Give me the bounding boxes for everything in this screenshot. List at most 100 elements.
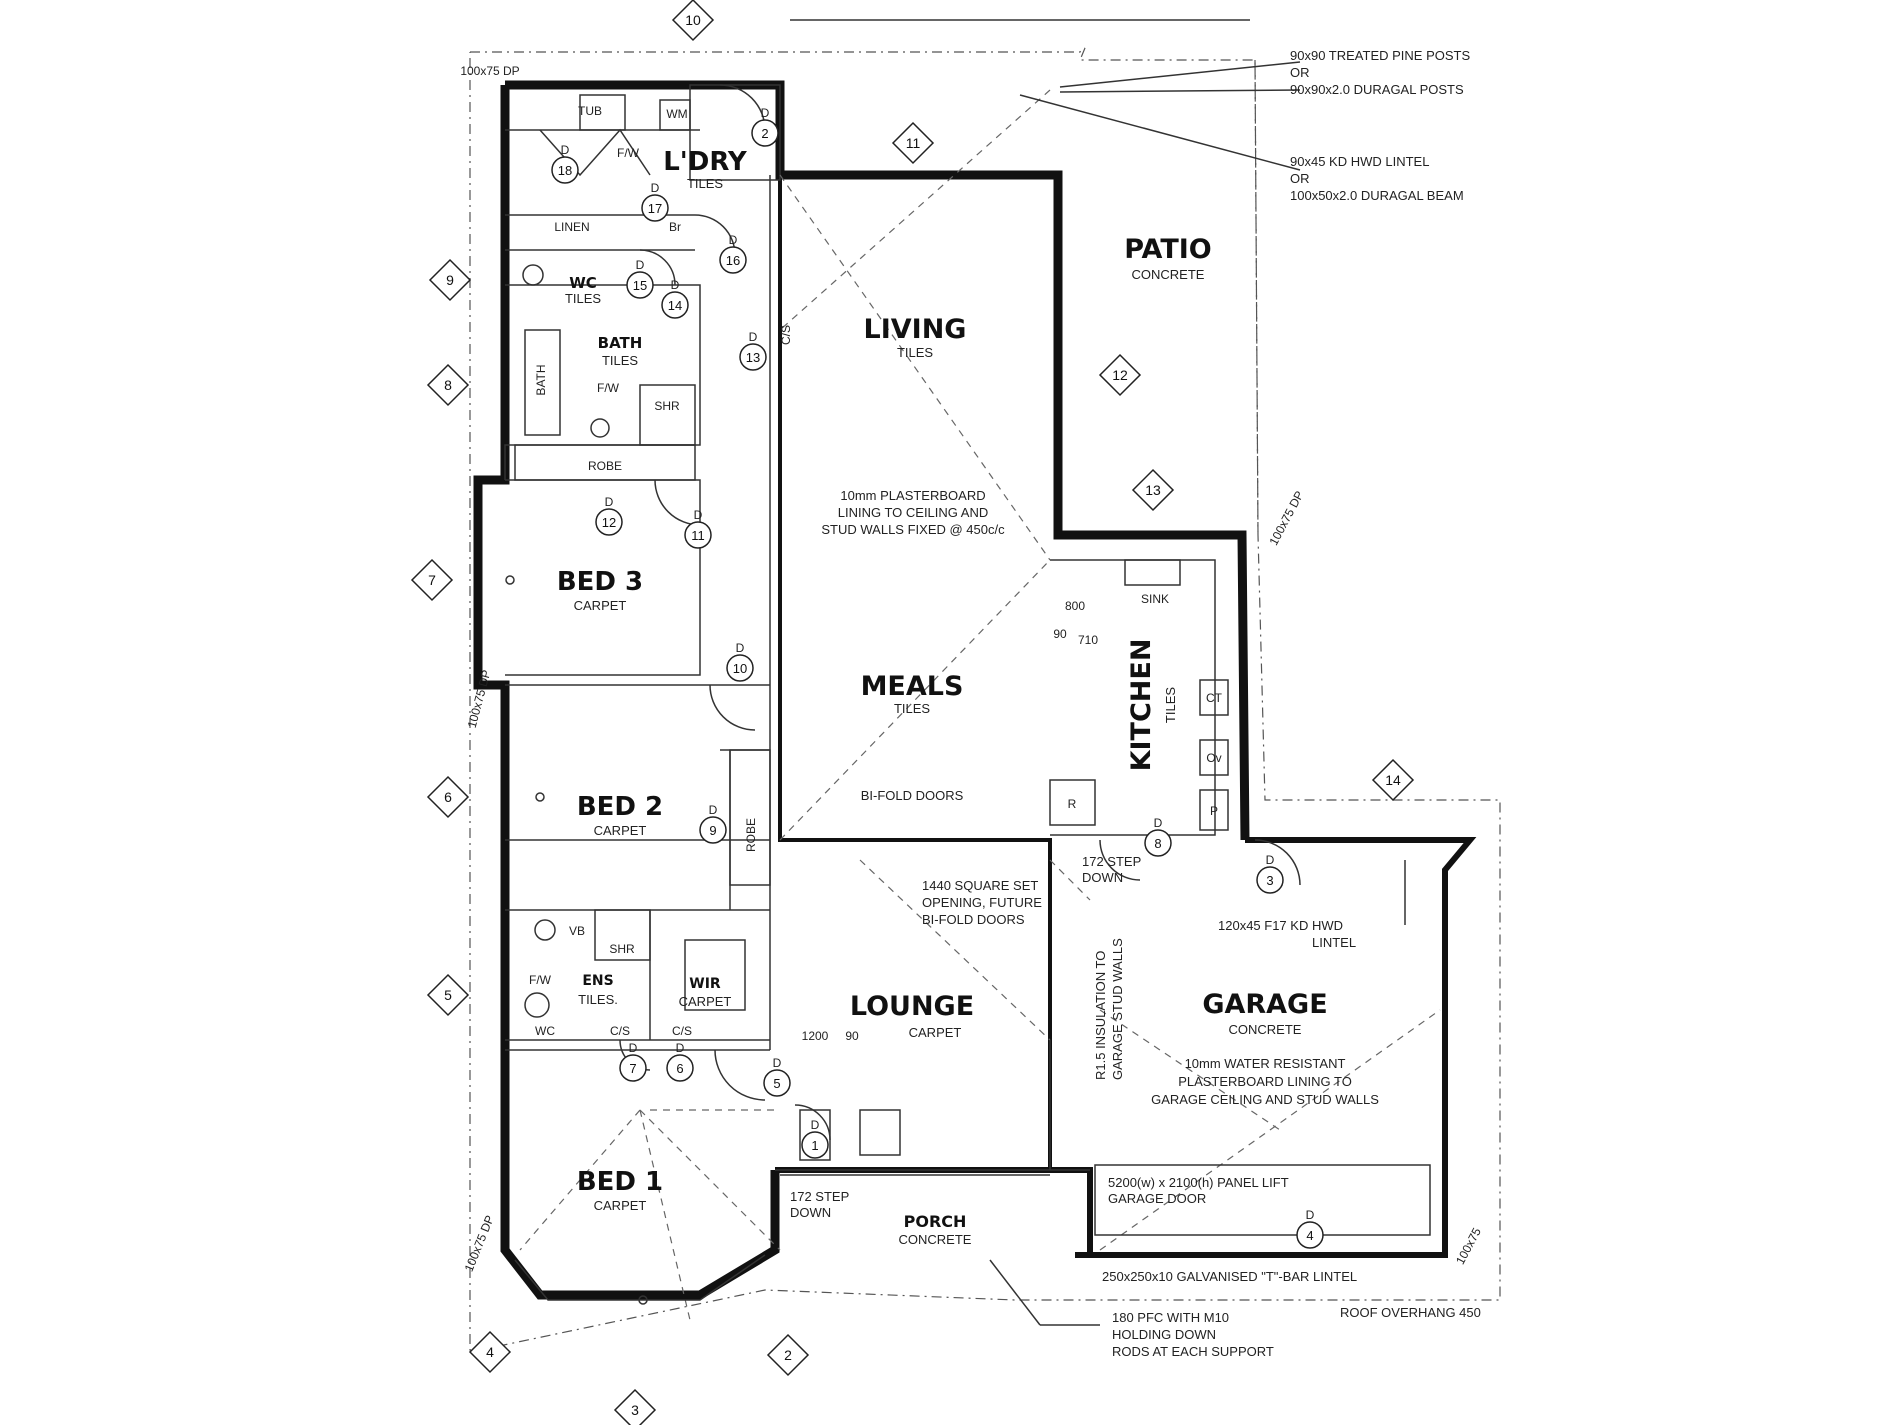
door-tag-prefix: D — [1306, 1208, 1315, 1222]
door-tag-prefix: D — [729, 233, 738, 247]
door-tag-3: D3 — [1256, 853, 1284, 894]
shr-ens-label: SHR — [609, 942, 635, 956]
bifold-note: BI-FOLD DOORS — [861, 788, 964, 803]
door-tag-16: D 16 — [719, 233, 747, 274]
garage-lintel-note-2: LINTEL — [1312, 935, 1356, 950]
grid-marker-2: 2 — [766, 1333, 810, 1377]
garage-lintel-note-1: 120x45 F17 KD HWD — [1218, 918, 1343, 933]
laundry-name: L'DRY — [663, 147, 748, 177]
door-tag-9: D9 — [699, 803, 727, 844]
step-porch-note-1: 172 STEP — [790, 1189, 849, 1204]
wm-label: WM — [666, 107, 687, 121]
door-tag-prefix: D — [761, 106, 770, 120]
door-tag-prefix: D — [811, 1118, 820, 1132]
door-tag-prefix: D — [605, 495, 614, 509]
garage-door-note-1: 5200(w) x 2100(h) PANEL LIFT — [1108, 1175, 1289, 1190]
door-tag-prefix: D — [636, 258, 645, 272]
bed2-name: BED 2 — [577, 792, 663, 822]
cs-wir-label: C/S — [672, 1024, 692, 1038]
door-tag-7: D7 — [619, 1041, 647, 1082]
linen-label: LINEN — [554, 220, 589, 234]
garage-finish: CONCRETE — [1229, 1022, 1302, 1037]
bed1-name: BED 1 — [577, 1167, 663, 1197]
grid-marker-5: 5 — [426, 973, 470, 1017]
laundry-finish: TILES — [687, 176, 723, 191]
garage-name: GARAGE — [1202, 989, 1327, 1020]
br-label: Br — [669, 220, 681, 234]
bath-name: BATH — [598, 334, 643, 352]
overhang-note: ROOF OVERHANG 450 — [1340, 1305, 1481, 1320]
grid-marker-label: 11 — [906, 135, 921, 151]
dp-label-left: 100x75 DP — [465, 668, 494, 729]
door-tag-18: D18 — [551, 143, 579, 184]
shr-bath-label: SHR — [654, 399, 680, 413]
door-tag-17: D17 — [641, 181, 669, 222]
r-label: R — [1068, 797, 1077, 811]
grid-marker-4: 4 — [468, 1330, 512, 1374]
grid-marker-label: 4 — [486, 1344, 494, 1360]
dp-label-garage: 100x75 — [1453, 1225, 1484, 1267]
door-tag-label: 17 — [648, 201, 662, 216]
pfc-note-1: 180 PFC WITH M10 — [1112, 1310, 1229, 1325]
vb-label: VB — [569, 924, 585, 938]
dim-1200-label: 1200 — [802, 1029, 829, 1043]
wir-finish: CARPET — [679, 994, 732, 1009]
wc-ens-label: WC — [535, 1024, 555, 1038]
door-tags: D1D2D3D4D5D6D7D8D9D10D11D12D13D14D15D16D… — [551, 106, 1324, 1249]
robe-bed2-label: ROBE — [744, 818, 758, 852]
tbar-note: 250x250x10 GALVANISED "T"-BAR LINTEL — [1102, 1269, 1357, 1284]
grid-marker-label: 2 — [784, 1347, 792, 1363]
lounge-finish: CARPET — [909, 1025, 962, 1040]
grid-marker-9: 9 — [428, 258, 472, 302]
grid-marker-8: 8 — [426, 363, 470, 407]
annotations: 90x90 TREATED PINE POSTS OR 90x90x2.0 DU… — [790, 48, 1481, 1359]
ens-name: ENS — [582, 973, 613, 989]
grid-marker-7: 7 — [410, 558, 454, 602]
dim-800-label: 800 — [1065, 599, 1085, 613]
roof-hip-lines — [519, 89, 1441, 1321]
room-labels: L'DRY TILES PATIO CONCRETE LIVING TILES … — [557, 147, 1328, 1247]
door-tag-prefix: D — [629, 1041, 638, 1055]
ct-label: CT — [1206, 691, 1223, 705]
grid-marker-label: 14 — [1385, 772, 1401, 788]
dim-90-label: 90 — [1053, 627, 1067, 641]
grid-marker-10: 10 — [671, 0, 715, 42]
wc-name: WC — [569, 274, 597, 292]
dp-label-bed1: 100x75 DP — [462, 1213, 497, 1273]
door-tag-label: 16 — [726, 253, 740, 268]
dp-label-top: 100x75 DP — [460, 64, 519, 78]
door-tag-12: D12 — [595, 495, 623, 536]
door-tag-prefix: D — [773, 1056, 782, 1070]
door-tag-8: D8 — [1144, 816, 1172, 857]
grid-marker-14: 14 — [1371, 758, 1415, 802]
kitchen-finish: TILES — [1163, 687, 1178, 723]
door-tag-prefix: D — [736, 641, 745, 655]
dp-label-kitchen: 100x75 DP — [1266, 489, 1306, 548]
posts-note-2: OR — [1290, 65, 1310, 80]
door-tag-prefix: D — [694, 508, 703, 522]
robe-hall-label: ROBE — [588, 459, 622, 473]
door-tag-6: D6 — [666, 1041, 694, 1082]
door-tag-label: 3 — [1266, 873, 1273, 888]
lintel-note-1: 90x45 KD HWD LINTEL — [1290, 154, 1429, 169]
porch-finish: CONCRETE — [899, 1232, 972, 1247]
posts-note-3: 90x90x2.0 DURAGAL POSTS — [1290, 82, 1464, 97]
step-kitchen-note-1: 172 STEP — [1082, 854, 1141, 869]
door-tag-label: 10 — [733, 661, 747, 676]
grid-marker-3: 3 — [613, 1388, 657, 1425]
fw-ens-label: F/W — [529, 973, 552, 987]
posts-note-1: 90x90 TREATED PINE POSTS — [1290, 48, 1470, 63]
bath-finish: TILES — [602, 353, 638, 368]
grid-marker-13: 13 — [1131, 468, 1175, 512]
door-tag-label: 18 — [558, 163, 572, 178]
door-tag-label: 8 — [1154, 836, 1161, 851]
tub-label: TUB — [578, 104, 602, 118]
grid-marker-label: 5 — [444, 987, 452, 1003]
garage-lining-note-3: GARAGE CEILING AND STUD WALLS — [1151, 1092, 1379, 1107]
plaster-note-1: 10mm PLASTERBOARD — [840, 488, 985, 503]
grid-marker-label: 6 — [444, 789, 452, 805]
insulation-note-1: R1.5 INSULATION TO — [1093, 951, 1108, 1080]
door-tag-label: 14 — [668, 298, 682, 313]
